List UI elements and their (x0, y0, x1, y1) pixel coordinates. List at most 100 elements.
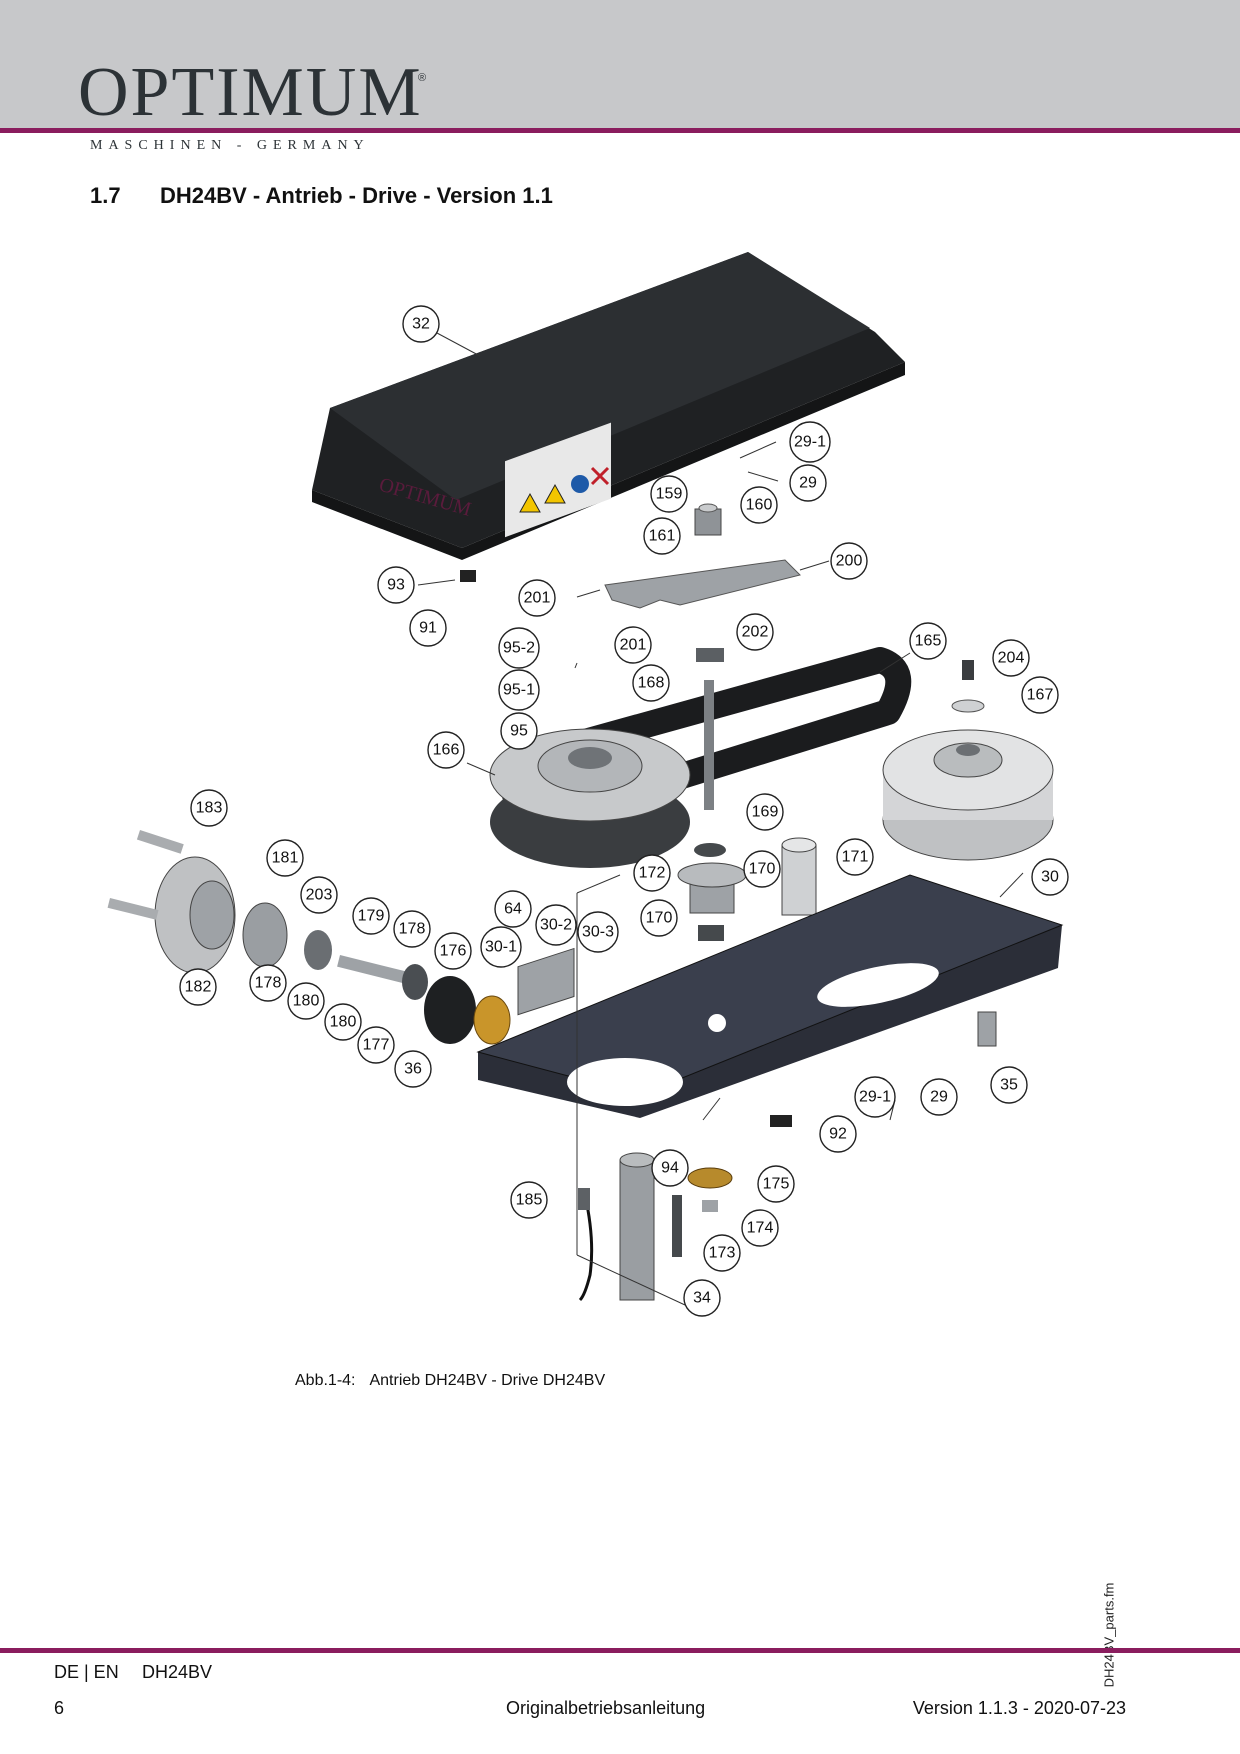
svg-text:29-1: 29-1 (859, 1089, 891, 1106)
callout-64: 64 (494, 890, 532, 928)
callout-29: 29 (789, 464, 827, 502)
callout-185: 185 (510, 1181, 548, 1219)
callout-170-a: 170 (743, 850, 781, 888)
svg-text:178: 178 (255, 975, 282, 992)
svg-text:161: 161 (649, 528, 676, 545)
callout-95: 95 (500, 712, 538, 750)
svg-text:165: 165 (915, 633, 942, 650)
callout-180-b: 180 (324, 1003, 362, 1041)
svg-text:185: 185 (516, 1192, 543, 1209)
header-rule (0, 128, 1240, 133)
callout-201-b: 201 (614, 626, 652, 664)
callout-200: 200 (830, 542, 868, 580)
callout-30-2: 30-2 (535, 904, 577, 946)
callout-32: 32 (402, 305, 440, 343)
callout-170-b: 170 (640, 899, 678, 937)
callout-35: 35 (990, 1066, 1028, 1104)
callout-166: 166 (427, 731, 465, 769)
svg-text:91: 91 (419, 620, 437, 637)
callout-95-2: 95-2 (498, 627, 540, 669)
callout-29-1: 29-1 (789, 421, 831, 463)
svg-text:95: 95 (510, 723, 528, 740)
svg-text:29-1: 29-1 (794, 434, 826, 451)
svg-text:35: 35 (1000, 1077, 1018, 1094)
callout-36: 36 (394, 1050, 432, 1088)
svg-text:171: 171 (842, 849, 869, 866)
brand-logo: OPTIMUM (78, 54, 423, 131)
svg-text:92: 92 (829, 1126, 847, 1143)
svg-text:169: 169 (752, 804, 779, 821)
callout-178-b: 178 (249, 964, 287, 1002)
svg-text:204: 204 (998, 650, 1025, 667)
callout-29-b: 29 (920, 1078, 958, 1116)
motor-pulley (882, 660, 1054, 861)
footer-rule (0, 1648, 1240, 1653)
svg-text:95-2: 95-2 (503, 640, 535, 657)
svg-text:29: 29 (799, 475, 817, 492)
svg-text:94: 94 (661, 1160, 679, 1177)
figure-caption: Abb.1-4:Antrieb DH24BV - Drive DH24BV (295, 1372, 605, 1390)
callout-182: 182 (179, 968, 217, 1006)
footer-language: DE | EN (54, 1662, 119, 1682)
svg-text:29: 29 (930, 1089, 948, 1106)
svg-text:34: 34 (693, 1290, 711, 1307)
cylinder-part (781, 837, 817, 916)
callout-202: 202 (736, 613, 774, 651)
svg-text:200: 200 (836, 553, 863, 570)
svg-text:160: 160 (746, 497, 773, 514)
base-tray (476, 874, 1064, 1118)
svg-text:180: 180 (293, 993, 320, 1010)
leader-lines (417, 332, 1024, 1306)
svg-text:177: 177 (363, 1037, 390, 1054)
callout-167: 167 (1021, 676, 1059, 714)
callout-30-1: 30-1 (480, 926, 522, 968)
svg-text:95-1: 95-1 (503, 682, 535, 699)
svg-text:172: 172 (639, 865, 666, 882)
callout-203: 203 (300, 876, 338, 914)
spindle-pulley (489, 728, 691, 868)
spindle-sleeve (460, 570, 997, 1302)
motor-bracket (604, 503, 801, 609)
callout-30: 30 (1031, 858, 1069, 896)
svg-text:180: 180 (330, 1014, 357, 1031)
svg-text:201: 201 (620, 637, 647, 654)
svg-text:181: 181 (272, 850, 299, 867)
callout-183: 183 (190, 789, 228, 827)
brand-tagline: MASCHINEN - GERMANY (90, 138, 370, 153)
callout-173: 173 (703, 1234, 741, 1272)
exploded-parts-diagram: OPTIMUM (107, 252, 1069, 1317)
svg-text:173: 173 (709, 1245, 736, 1262)
svg-text:30-3: 30-3 (582, 924, 614, 941)
callout-176: 176 (434, 932, 472, 970)
svg-text:30-2: 30-2 (540, 917, 572, 934)
svg-text:64: 64 (504, 901, 522, 918)
svg-text:178: 178 (399, 921, 426, 938)
callout-161: 161 (643, 517, 681, 555)
svg-text:201: 201 (524, 590, 551, 607)
svg-text:166: 166 (433, 742, 460, 759)
callout-91: 91 (409, 609, 447, 647)
footer-version: Version 1.1.3 - 2020-07-23 (912, 1698, 1126, 1718)
callout-160: 160 (740, 486, 778, 524)
callout-174: 174 (741, 1209, 779, 1247)
svg-text:32: 32 (412, 316, 430, 333)
warning-labels (505, 422, 611, 538)
section-number: 1.7 (90, 183, 121, 208)
page-number: 6 (54, 1698, 65, 1718)
svg-text:93: 93 (387, 577, 405, 594)
callout-labels: 32 29-1 29 159 160 161 200 93 201 91 95-… (179, 305, 1069, 1317)
svg-text:179: 179 (358, 908, 385, 925)
svg-text:168: 168 (638, 675, 665, 692)
center-shaft (696, 648, 724, 810)
callout-168: 168 (632, 664, 670, 702)
callout-93: 93 (377, 566, 415, 604)
callout-34: 34 (683, 1279, 721, 1317)
svg-text:167: 167 (1027, 687, 1054, 704)
svg-text:203: 203 (306, 887, 333, 904)
footer-model: DH24BV (142, 1662, 213, 1682)
callout-29-1-b: 29-1 (854, 1076, 896, 1118)
callout-178-a: 178 (393, 910, 431, 948)
callout-177: 177 (357, 1026, 395, 1064)
feed-gear-train (107, 830, 575, 1045)
svg-text:30-1: 30-1 (485, 939, 517, 956)
